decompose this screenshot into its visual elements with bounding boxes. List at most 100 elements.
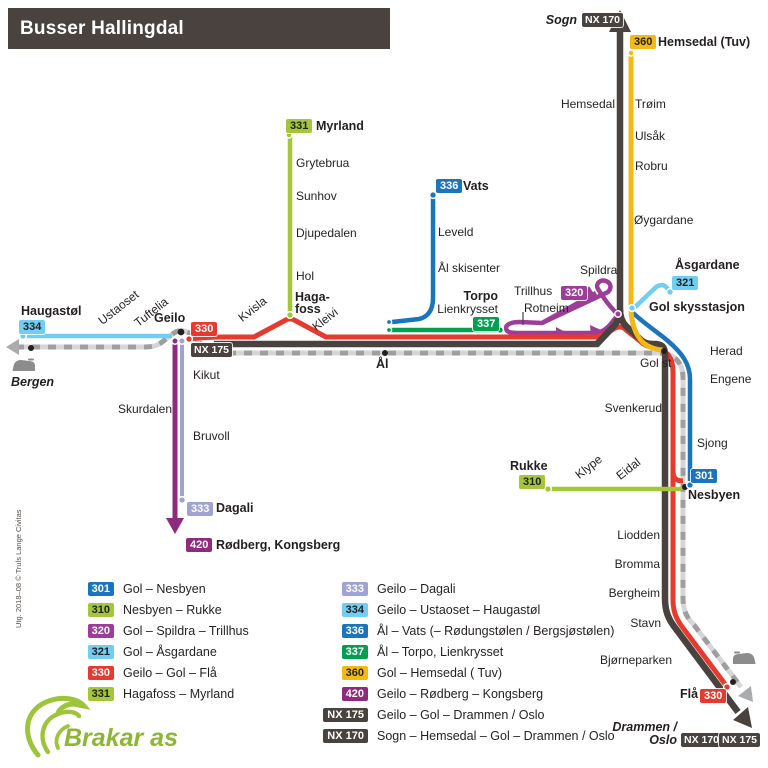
arrow-bergen-rail bbox=[6, 339, 19, 355]
legend-item-337: 337 Ål – Torpo, Lienkrysset bbox=[326, 645, 503, 659]
legend-badge-336: 336 bbox=[341, 624, 368, 638]
dot-gol-skysstasjon bbox=[627, 303, 637, 313]
legend-item-320: 320 Gol – Spildra – Trillhus bbox=[87, 624, 249, 638]
route-badge-337: 337 bbox=[473, 317, 500, 331]
station-label-vats: Vats bbox=[463, 179, 489, 193]
station-label-liodden: Liodden bbox=[617, 528, 660, 542]
legend-badge-334: 334 bbox=[341, 603, 368, 617]
station-label-geilo: Geilo bbox=[154, 311, 186, 325]
station-label-svenkerud: Svenkerud bbox=[604, 401, 662, 415]
station-label-engene: Engene bbox=[710, 372, 752, 386]
legend-item-310: 310 Nesbyen – Rukke bbox=[87, 603, 222, 617]
train-icon-fla bbox=[733, 651, 756, 664]
dot-al-336 bbox=[385, 318, 393, 326]
station-label-dagali: Dagali bbox=[216, 501, 254, 515]
station-label-robru: Robru bbox=[635, 159, 668, 173]
legend-text-336: Ål – Vats (– Rødungstølen / Bergsjøstøle… bbox=[377, 624, 615, 638]
dot-geilo-333 bbox=[178, 337, 186, 345]
route-line-360 bbox=[628, 54, 664, 353]
route-badge-321: 321 bbox=[672, 276, 699, 290]
station-label-rukke: Rukke bbox=[510, 459, 548, 473]
legend-text-337: Ål – Torpo, Lienkrysset bbox=[377, 645, 504, 659]
destination-label-drammen-2: Oslo bbox=[649, 733, 677, 747]
station-label-lienkrysset: Lienkrysset bbox=[437, 302, 498, 316]
legend-text-330: Geilo – Gol – Flå bbox=[123, 666, 217, 680]
station-label-djupedalen: Djupedalen bbox=[296, 226, 357, 240]
route-badge-nx170-sogn: NX 170 bbox=[582, 13, 624, 27]
route-badge-420: 420 bbox=[186, 538, 213, 552]
legend-badge-nx170: NX 170 bbox=[323, 729, 368, 743]
dot-gol-st bbox=[661, 348, 667, 354]
dot-vats bbox=[428, 190, 438, 200]
route-badge-310: 310 bbox=[519, 475, 546, 489]
dot-geilo-420 bbox=[171, 337, 179, 345]
station-label-fla: Flå bbox=[680, 687, 699, 701]
station-label-hemsedal-tuv: Hemsedal (Tuv) bbox=[658, 35, 751, 49]
route-badge-330-fla: 330 bbox=[700, 689, 727, 703]
station-label-rodberg: Rødberg, Kongsberg bbox=[216, 538, 341, 552]
dot-fla-330 bbox=[722, 682, 732, 692]
station-label-haugastol: Haugastøl bbox=[21, 304, 82, 318]
station-label-stavn: Stavn bbox=[630, 616, 661, 630]
dot-geilo-330 bbox=[184, 334, 194, 344]
legend-text-nx170: Sogn – Hemsedal – Gol – Drammen / Oslo bbox=[377, 729, 615, 743]
dot-dagali bbox=[177, 495, 187, 505]
legend-badge-337: 337 bbox=[341, 645, 368, 659]
arrow-oslo-rail bbox=[738, 686, 753, 702]
station-label-bromma: Bromma bbox=[614, 557, 660, 571]
arrow-420 bbox=[166, 518, 184, 534]
dot-rukke bbox=[543, 484, 553, 494]
app-title-bar: Busser Hallingdal bbox=[8, 8, 390, 49]
route-badge-330-geilo: 330 bbox=[191, 322, 218, 336]
route-badge-360: 360 bbox=[630, 35, 657, 49]
legend-text-420: Geilo – Rødberg – Kongsberg bbox=[377, 687, 544, 701]
dot-geilo bbox=[177, 328, 185, 336]
legend-badge-333: 333 bbox=[341, 582, 368, 596]
legend-text-301: Gol – Nesbyen bbox=[123, 582, 206, 596]
route-badge-nx170-oslo: NX 170 bbox=[681, 733, 723, 747]
destination-label-bergen: Bergen bbox=[11, 375, 55, 389]
station-label-hagafoss-1: Haga- bbox=[295, 290, 330, 304]
route-line-336 bbox=[391, 195, 436, 325]
legend-item-331: 331 Hagafoss – Myrland bbox=[87, 687, 234, 701]
legend-badge-320: 320 bbox=[87, 624, 114, 638]
legend-text-360: Gol – Hemsedal ( Tuv) bbox=[377, 666, 503, 680]
legend-badge-420: 420 bbox=[341, 687, 368, 701]
station-label-bruvoll: Bruvoll bbox=[193, 429, 230, 443]
station-label-spildra: Spildra bbox=[580, 263, 618, 277]
legend-item-330: 330 Geilo – Gol – Flå bbox=[87, 666, 217, 680]
route-badge-301: 301 bbox=[691, 469, 718, 483]
page-title: Busser Hallingdal bbox=[20, 17, 184, 39]
legend-item-360: 360 Gol – Hemsedal ( Tuv) bbox=[326, 666, 502, 680]
station-label-grytebrua: Grytebrua bbox=[296, 156, 350, 170]
route-badge-331: 331 bbox=[286, 119, 313, 133]
dot-al bbox=[382, 350, 388, 356]
arrow-320-return-2 bbox=[590, 325, 601, 337]
station-label-kikut: Kikut bbox=[193, 368, 220, 382]
brakar-logo-text: Brakar as bbox=[64, 724, 178, 752]
station-label-gol-st: Gol st bbox=[640, 356, 672, 370]
station-label-trillhus: Trillhus bbox=[514, 284, 553, 298]
dot-al-337 bbox=[385, 326, 393, 334]
route-line-301 bbox=[631, 311, 693, 481]
route-badge-320: 320 bbox=[561, 286, 588, 300]
station-label-nesbyen: Nesbyen bbox=[688, 488, 741, 502]
station-label-hemsedal: Hemsedal bbox=[560, 97, 615, 111]
legend-item-301: 301 Gol – Nesbyen bbox=[87, 582, 206, 596]
station-label-gol-skysstasjon: Gol skysstasjon bbox=[649, 300, 745, 314]
legend-badge-nx175: NX 175 bbox=[323, 708, 368, 722]
station-label-asgardane: Åsgardane bbox=[675, 258, 740, 272]
dot-hemsedal-360 bbox=[627, 49, 635, 57]
legend-item-321: 321 Gol – Åsgardane bbox=[87, 645, 217, 659]
legend-badge-360: 360 bbox=[341, 666, 368, 680]
legend-text-333: Geilo – Dagali bbox=[377, 582, 456, 596]
legend-text-nx175: Geilo – Gol – Drammen / Oslo bbox=[377, 708, 545, 722]
destination-label-drammen-1: Drammen / bbox=[612, 720, 677, 734]
legend-text-320: Gol – Spildra – Trillhus bbox=[123, 624, 249, 638]
legend-badge-330: 330 bbox=[87, 666, 114, 680]
dot-haugastol-rail bbox=[28, 345, 34, 351]
legend-item-nx175: NX 175 Geilo – Gol – Drammen / Oslo bbox=[323, 708, 545, 722]
route-badge-nx175-geilo: NX 175 bbox=[191, 343, 233, 357]
station-label-rotneim: Rotneim bbox=[524, 301, 569, 315]
